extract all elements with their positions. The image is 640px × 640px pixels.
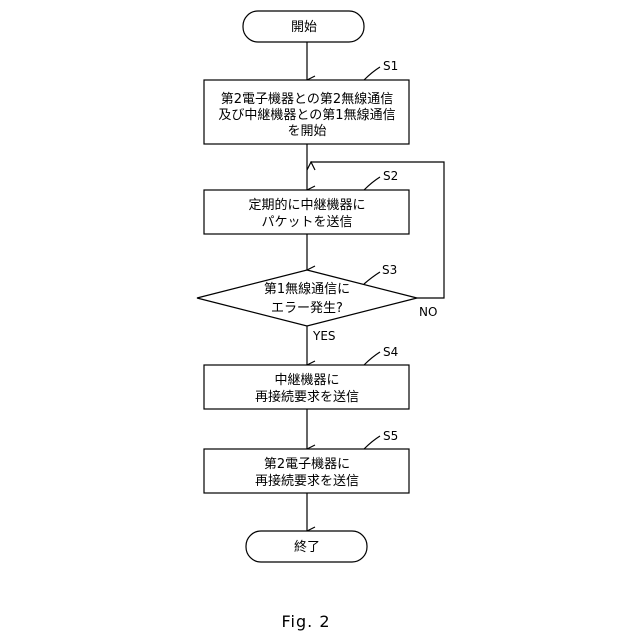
s1-label-leader [364, 67, 380, 80]
no-label: NO [419, 305, 437, 319]
s2-line-2: パケットを送信 [261, 215, 352, 230]
end-terminator: 終了 [246, 531, 367, 562]
s5-line-2: 再接続要求を送信 [255, 473, 359, 489]
s2-label: S2 [383, 169, 398, 183]
s3-line-1: 第1無線通信に [264, 281, 350, 297]
s5-label: S5 [383, 429, 398, 443]
start-terminator: 開始 [243, 11, 364, 42]
s4-label-leader [364, 352, 380, 365]
decision-s3: 第1無線通信に エラー発生? S3 [197, 263, 417, 326]
start-text: 開始 [291, 20, 317, 35]
s3-line-2: エラー発生? [271, 301, 343, 316]
s3-label-leader [364, 272, 380, 284]
s4-label: S4 [383, 345, 398, 359]
s1-line-1: 第2電子機器との第2無線通信 [221, 91, 393, 107]
s1-line-3: を開始 [287, 124, 326, 139]
s2-label-leader [364, 177, 380, 190]
yes-label: YES [312, 329, 336, 343]
end-text: 終了 [294, 539, 320, 555]
s3-label: S3 [382, 263, 397, 277]
s5-label-leader [364, 436, 380, 449]
s1-label: S1 [383, 59, 398, 73]
s4-line-1: 中継機器に [274, 373, 339, 388]
s4-line-2: 再接続要求を送信 [255, 389, 359, 405]
s2-line-1: 定期的に中継機器に [248, 197, 365, 213]
figure-caption: Fig. 2 [282, 612, 331, 631]
s5-line-1: 第2電子機器に [264, 457, 350, 472]
s1-line-2: 及び中継機器との第1無線通信 [218, 107, 395, 123]
